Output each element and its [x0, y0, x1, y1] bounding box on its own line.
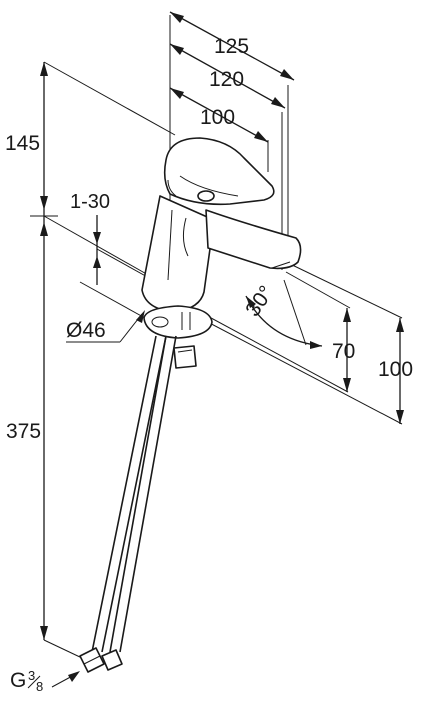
- thread-denominator: 8: [36, 679, 43, 694]
- dim-label-375: 375: [6, 420, 41, 443]
- dim-label-diameter: Ø46: [66, 319, 106, 342]
- dim-label-125: 125: [214, 35, 249, 58]
- dim-label-100-right: 100: [378, 358, 413, 381]
- thread-label: G 3 8: [10, 668, 43, 694]
- dim-label-tilt: 1-30: [70, 191, 110, 213]
- thread-letter: G: [10, 669, 26, 692]
- diameter-leader: [66, 310, 145, 343]
- thread-numerator: 3: [28, 668, 35, 683]
- dim-label-100-top: 100: [200, 106, 235, 129]
- left-dimension-lines: [30, 61, 176, 659]
- tilt-dimension-lines: [79, 215, 161, 319]
- top-dimension-lines: [169, 11, 295, 270]
- dim-label-angle: 30°: [241, 282, 278, 321]
- dim-label-120: 120: [209, 68, 244, 91]
- thread-leader: [51, 671, 80, 688]
- supply-hoses: [79, 335, 177, 673]
- dim-label-70: 70: [332, 340, 355, 363]
- dim-label-145: 145: [5, 132, 40, 155]
- faucet-body: [141, 137, 302, 369]
- right-dimension-lines: [199, 261, 404, 425]
